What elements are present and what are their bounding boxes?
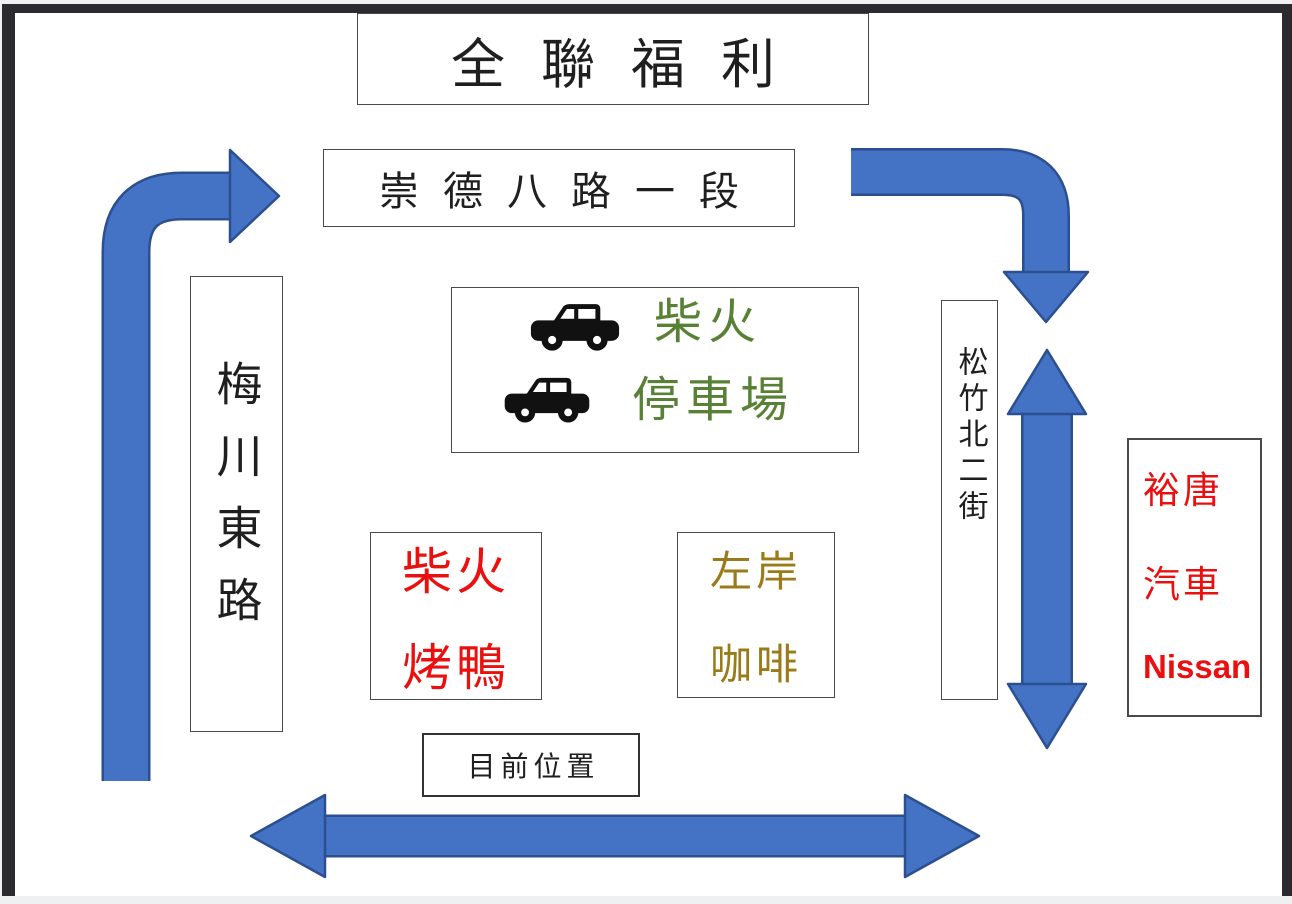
nissan-line3: Nissan [1143, 648, 1252, 685]
nissan-line1: 裕唐 [1143, 469, 1223, 512]
chongde-road-label: 崇德八路一段 [379, 169, 763, 215]
box-chongde-road: 崇德八路一段 [323, 149, 795, 227]
songzhu-street-label: 松竹北二街 [952, 346, 988, 526]
nissan-line2: 汽車 [1143, 563, 1223, 606]
box-coffee: 左岸 咖啡 [677, 532, 835, 698]
coffee-line1: 左岸 [709, 547, 802, 596]
box-parking: 柴火 停車場 [451, 287, 859, 453]
arrow-right-then-down-icon [851, 148, 1090, 324]
car-icon [500, 374, 594, 424]
meichuan-road-label: 梅川東路 [209, 360, 264, 648]
box-pxmart: 全聯福利 [357, 13, 869, 105]
arrow-vertical-two-way-icon [1006, 348, 1088, 750]
parking-label-line2: 停車場 [632, 372, 795, 428]
arrow-up-then-right-icon [101, 148, 281, 781]
parking-label-line1: 柴火 [654, 294, 763, 350]
arrow-horizontal-two-way-icon [249, 793, 981, 879]
box-nissan: 裕唐 汽車 Nissan [1127, 438, 1262, 717]
box-meichuan-road: 梅川東路 [190, 276, 283, 732]
car-icon [526, 300, 624, 352]
box-songzhu-street: 松竹北二街 [941, 300, 998, 700]
pxmart-label: 全聯福利 [451, 32, 811, 96]
box-roast-duck: 柴火 烤鴨 [370, 532, 542, 700]
box-current-location: 目前位置 [422, 733, 640, 797]
current-location-label: 目前位置 [467, 750, 600, 783]
roast-duck-line1: 柴火 [402, 543, 510, 601]
coffee-line2: 咖啡 [709, 640, 802, 689]
roast-duck-line2: 烤鴨 [402, 639, 510, 697]
